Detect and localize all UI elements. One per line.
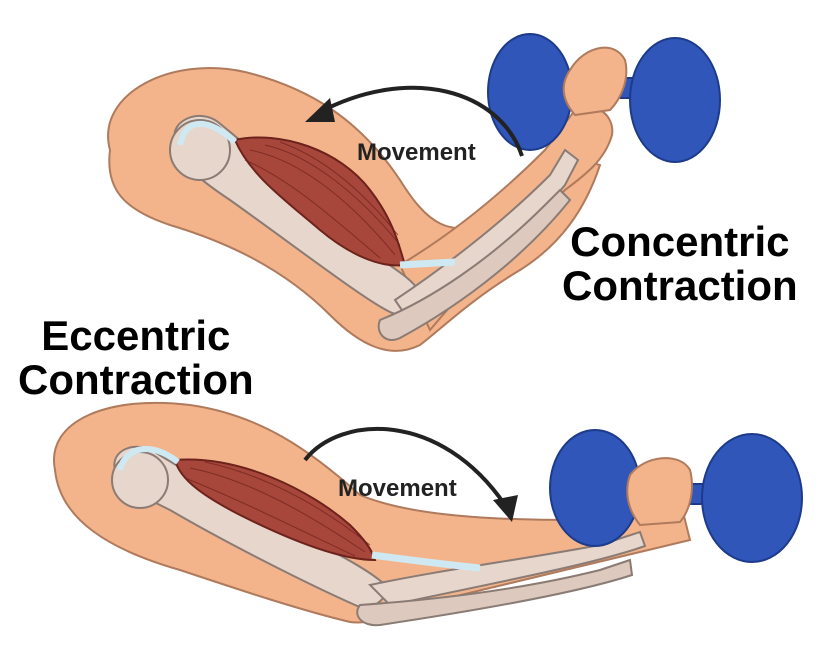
eccentric-tendon-bottom [371,551,481,572]
concentric-hand [562,46,628,117]
eccentric-contraction-title: Eccentric Contraction [18,314,254,402]
concentric-tendon-top [177,121,238,146]
eccentric-hand [626,457,693,527]
concentric-arm [107,67,614,352]
concentric-ulna [377,188,572,341]
eccentric-biceps [173,458,377,562]
eccentric-dumbbell-plate-right [701,433,803,563]
movement-label-top: Movement [357,139,476,166]
eccentric-radius [367,530,647,607]
eccentric-biceps-fibers [184,461,371,557]
eccentric-movement-arrow [303,426,518,522]
eccentric-humerus-head [111,451,169,509]
concentric-tendon-bottom [399,258,456,269]
eccentric-arm [52,401,692,627]
concentric-dumbbell [487,33,721,163]
eccentric-title-line2: Contraction [18,356,254,403]
concentric-dumbbell-plate-left [487,33,573,151]
eccentric-tendon-top [117,445,180,471]
concentric-contraction-title: Concentric Contraction [562,220,798,308]
concentric-movement-arrow [305,85,524,157]
concentric-title-line1: Concentric [570,218,790,265]
eccentric-ulna [356,558,634,627]
concentric-dumbbell-plate-right [629,37,721,163]
concentric-title-line2: Contraction [562,262,798,309]
eccentric-title-line1: Eccentric [41,312,231,359]
concentric-biceps-fibers [244,141,401,259]
movement-label-bottom: Movement [338,475,457,502]
eccentric-dumbbell [549,429,803,563]
